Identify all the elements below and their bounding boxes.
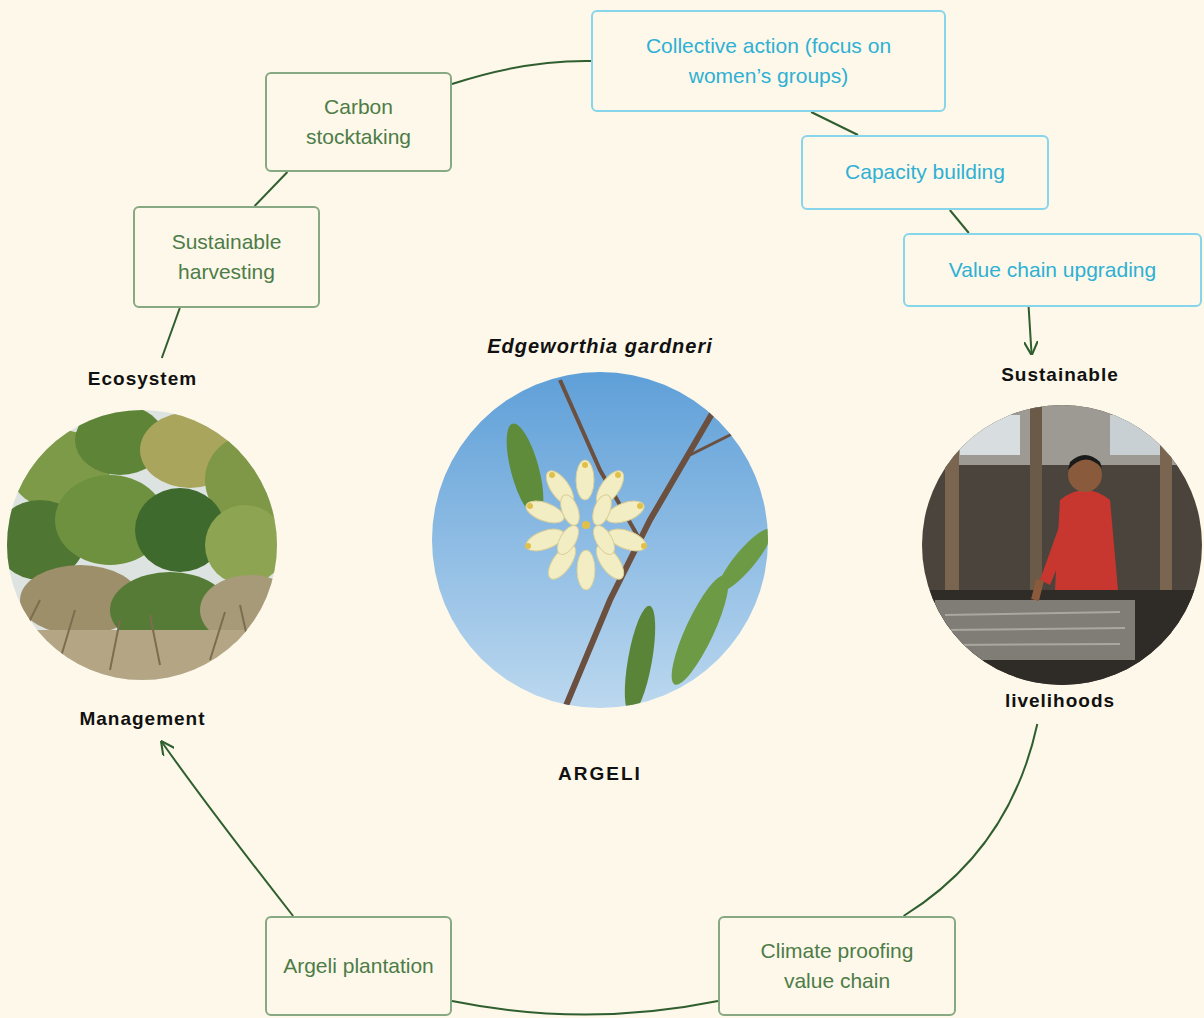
activity-box: Climate proofing value chain	[718, 916, 956, 1016]
theme-circle: Sustainable livelihoods	[918, 354, 1202, 724]
circle-label: Sustainable	[995, 364, 1125, 386]
cycle-connector	[452, 1001, 718, 1015]
box-label: Sustainable harvesting	[149, 227, 304, 288]
action-box: Capacity building	[801, 135, 1049, 210]
theme-circle: EcosystemManagement	[5, 358, 280, 742]
cycle-connector	[162, 742, 293, 916]
circle-label: ARGELI	[552, 763, 648, 785]
box-label: Collective action (focus on women’s grou…	[607, 31, 930, 92]
box-label: Carbon stocktaking	[281, 92, 436, 153]
circle-label: livelihoods	[999, 690, 1121, 712]
species-circle: Edgeworthia gardneriARGELI	[420, 335, 780, 785]
cycle-connector	[904, 724, 1038, 916]
action-box: Value chain upgrading	[903, 233, 1202, 307]
box-label: Capacity building	[845, 157, 1005, 187]
activity-box: Carbon stocktaking	[265, 72, 452, 172]
cycle-connector	[1029, 307, 1032, 354]
cycle-connector	[162, 308, 180, 358]
shrubland-photo	[0, 400, 300, 690]
argeli-flower-photo	[430, 370, 778, 720]
cycle-connector	[811, 112, 858, 135]
action-box: Collective action (focus on women’s grou…	[591, 10, 946, 112]
activity-box: Argeli plantation	[265, 916, 452, 1016]
circle-label: Ecosystem	[82, 368, 203, 390]
cycle-connector	[452, 61, 591, 84]
cycle-connector	[950, 210, 969, 233]
box-label: Climate proofing value chain	[734, 936, 940, 997]
circle-label: Edgeworthia gardneri	[481, 335, 719, 358]
papermaking-photo	[920, 400, 1204, 690]
box-label: Argeli plantation	[283, 951, 434, 981]
box-label: Value chain upgrading	[949, 255, 1156, 285]
activity-box: Sustainable harvesting	[133, 206, 320, 308]
cycle-connector	[255, 172, 288, 206]
circle-label: Management	[73, 708, 211, 730]
